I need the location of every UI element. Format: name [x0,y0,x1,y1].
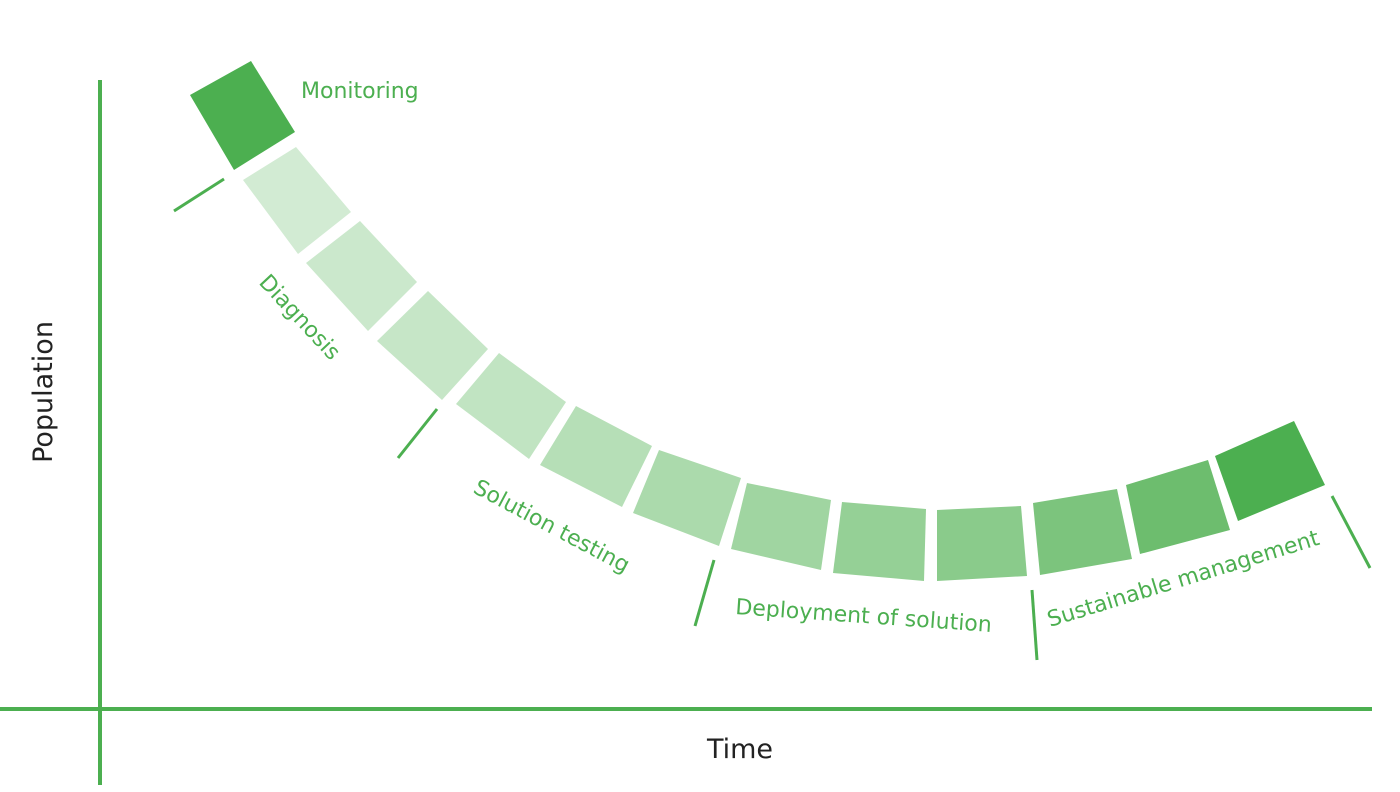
curve-segment [456,353,566,459]
phase-dividers [173,177,1372,661]
phase-label-monitoring: Monitoring [301,79,419,104]
phase-divider [693,559,716,627]
curve-segment [633,450,741,546]
curve-segment [377,291,488,400]
curve-segment [540,406,652,507]
curve-segment [1215,421,1325,521]
phase-label-deployment-of-solution: Deployment of solution [735,595,993,638]
curve-segments [190,61,1325,581]
x-axis-label: Time [706,734,773,765]
curve-segment [833,502,926,581]
curve-segment [306,221,417,331]
curve-segment [243,147,351,254]
phase-divider [1030,589,1039,661]
curve-segment [731,483,831,570]
phase-divider [173,177,225,213]
curve-segment [937,506,1027,581]
curve-segment [190,61,295,170]
curve-segment [1126,460,1230,554]
curve-segment [1033,489,1132,575]
y-axis-label: Population [28,321,59,463]
phase-divider [396,408,439,459]
phase-divider [1330,495,1372,569]
